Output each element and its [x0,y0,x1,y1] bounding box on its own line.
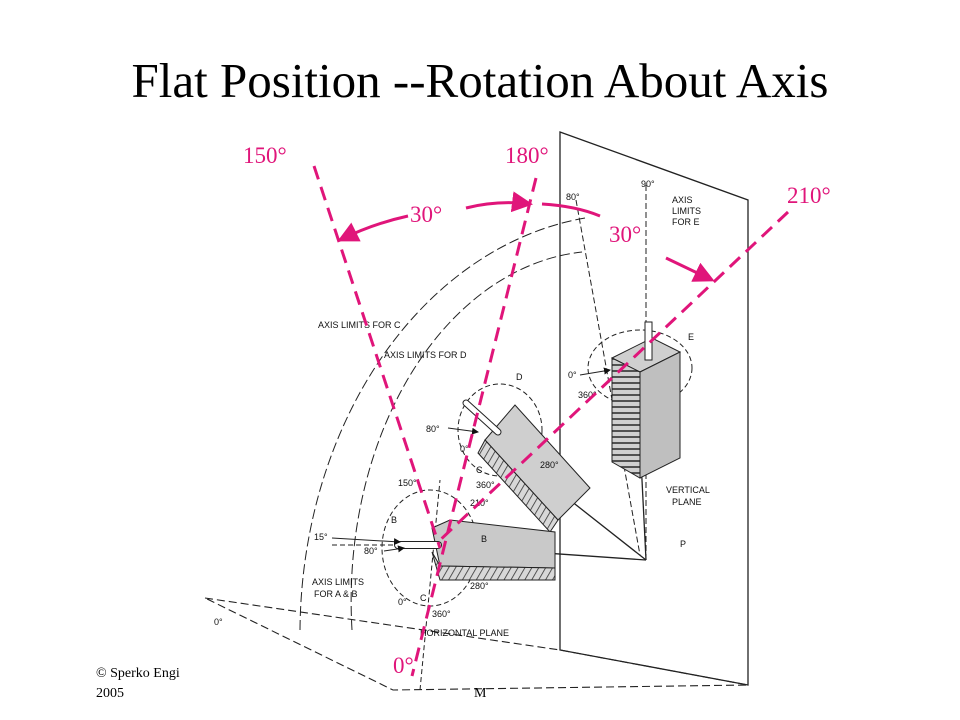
label-deg-280-d: 280° [540,460,559,470]
footer-mid: M [474,686,487,701]
markup-arrow-right [665,256,715,282]
markup-arc-label-30-left: 30° [410,202,442,227]
markup-angle-210: 210° [787,183,831,208]
arrow-0-e [579,367,611,376]
label-e: E [688,332,694,342]
axis-limits-c-arc [299,217,586,631]
specimen-b-top [431,519,556,569]
label-deg-80-top: 80° [566,192,580,202]
label-deg-80-d: 80° [426,424,440,434]
markup-angle-150: 150° [243,143,287,168]
label-deg-0-left: 0° [214,617,223,627]
markup-arc-30-left [337,214,409,242]
label-vertical-plane-2: PLANE [672,497,702,507]
label-deg-360-b: 360° [432,609,451,619]
label-c-b: C [420,593,427,603]
footer-year: 2005 [96,686,124,701]
label-axis-limits-e-3: FOR E [672,217,700,227]
label-deg-90: 90° [641,179,655,189]
label-deg-150: 150° [398,478,417,488]
label-axis-limits-d: AXIS LIMITS FOR D [384,350,467,360]
specimen-e-hatched [611,357,641,479]
label-b-specimen: B [481,534,487,544]
label-axis-limits-e-1: AXIS [672,195,693,205]
label-deg-0-ab: 0° [398,597,407,607]
label-axis-limits-e-2: LIMITS [672,206,701,216]
horizontal-plane-outline [204,597,749,691]
markup-arc-30-right [541,202,601,218]
label-d: D [516,372,523,382]
label-deg-80-b: 80° [364,546,378,556]
label-p: P [680,539,686,549]
label-deg-360-c: 360° [476,480,495,490]
label-deg-280-b: 280° [470,581,489,591]
arrow-80-d [447,427,479,435]
arrow-15 [331,537,401,546]
label-axis-limits-ab-2: FOR A & B [314,589,358,599]
label-deg-360-e: 360° [578,390,597,400]
markup-arc-30-top [465,191,533,213]
label-axis-limits-ab-1: AXIS LIMITS [312,577,364,587]
specimen-e-side [639,351,681,479]
arrow-80-b [383,545,405,553]
label-deg-0-d: 0° [460,444,469,454]
label-axis-limits-c: AXIS LIMITS FOR C [318,320,401,330]
label-b-left: B [391,515,397,525]
axis-limits-d-arc [350,251,583,631]
slide-title: Flat Position --Rotation About Axis [131,53,829,108]
label-horizontal-plane: HORIZONTAL PLANE [420,628,509,638]
circle-d [457,383,543,477]
markup-arc-label-30-right: 30° [609,222,641,247]
label-vertical-plane-1: VERTICAL [666,485,710,495]
label-deg-0-e: 0° [568,370,577,380]
circle-e [587,329,693,407]
markup-line-150 [312,165,442,549]
markup-line-210 [436,210,790,544]
ab-axis-line [419,479,441,691]
vertical-80-axis [575,199,641,556]
markup-line-180 [410,177,538,677]
footer-copyright: © Sperko Engi [96,666,180,681]
markup-angle-180: 180° [505,143,549,168]
label-deg-15: 15° [314,532,328,542]
label-c-d: C [476,465,483,475]
markup-angle-0: 0° [393,653,414,678]
